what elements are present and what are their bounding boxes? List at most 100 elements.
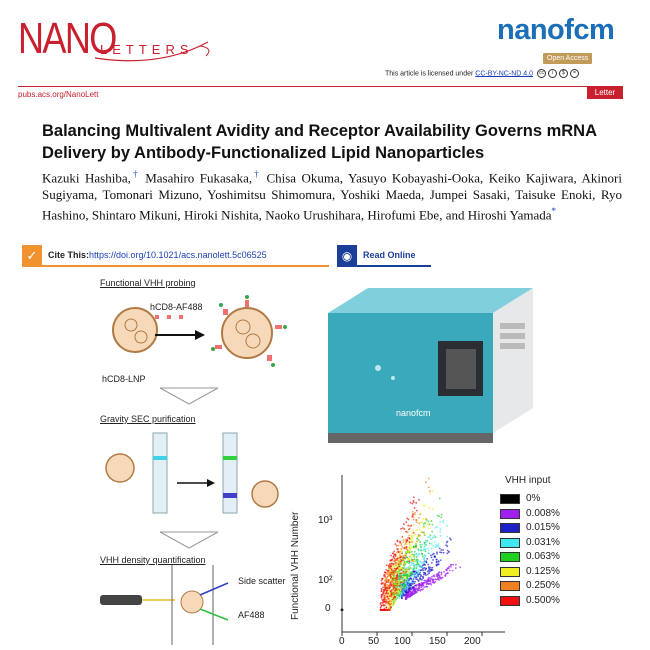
author-name[interactable]: Hirofumi Ebe, [367, 207, 443, 223]
data-point-0.015% [426, 557, 429, 560]
data-point-0.031% [413, 572, 416, 575]
by-icon: i [547, 69, 557, 78]
data-point-0.250% [394, 593, 397, 595]
data-point-0.250% [422, 531, 424, 534]
data-point-0.250% [400, 542, 403, 545]
data-point-0.500% [385, 581, 388, 584]
author-name[interactable]: Keiko Kajiwara, [488, 170, 577, 186]
data-point-0.015% [422, 569, 425, 572]
data-point-0.500% [392, 571, 394, 574]
data-point-0.250% [388, 567, 390, 570]
data-point-0.500% [387, 570, 390, 572]
author-name[interactable]: Taisuke Enoki, [515, 186, 596, 202]
data-point-0.015% [427, 570, 429, 573]
data-point-0.031% [407, 583, 410, 586]
data-point-0.500% [403, 528, 406, 530]
data-point-0.500% [399, 581, 402, 584]
data-point-0.015% [440, 551, 443, 554]
journal-url[interactable]: pubs.acs.org/NanoLett [18, 90, 99, 99]
data-point-0.250% [393, 573, 396, 575]
data-point-0.500% [383, 575, 386, 578]
data-point-0.015% [429, 570, 431, 573]
data-point-0.500% [393, 567, 396, 570]
y-tick: 0 [325, 603, 331, 614]
legend-item: 0.500% [500, 595, 590, 608]
data-point-0.125% [395, 565, 398, 568]
data-point-0.125% [396, 571, 399, 574]
data-point-0.031% [415, 569, 418, 572]
data-point-0.015% [419, 575, 422, 578]
data-point-0.015% [424, 569, 427, 571]
read-online-button[interactable]: ◉ Read Online [337, 245, 431, 267]
author-name[interactable]: and Hiroshi Yamada [445, 207, 552, 223]
data-point-0.008% [444, 575, 447, 577]
data-point-0.031% [436, 526, 438, 528]
data-point-0.500% [394, 559, 397, 562]
data-point-0.500% [393, 569, 395, 572]
author-name[interactable]: Yoshimitsu Shimomura, [207, 186, 336, 202]
data-point-0.015% [424, 567, 427, 570]
data-point-0.031% [422, 562, 425, 565]
author-name[interactable]: Tomonari Mizuno, [102, 186, 203, 202]
data-point-0.500% [390, 568, 393, 571]
data-point-0.250% [400, 574, 403, 577]
data-point-0.063% [431, 530, 434, 533]
data-point-0.500% [383, 594, 385, 597]
data-point-0.063% [429, 534, 432, 537]
author-name[interactable]: Yasuyo Kobayashi-Ooka, [348, 170, 484, 186]
data-point-0.063% [406, 560, 409, 563]
data-point-0.500% [406, 517, 409, 520]
data-point-0.500% [383, 600, 385, 603]
data-point-0.031% [430, 538, 432, 541]
author-name[interactable]: Kazuki Hashiba, [42, 170, 131, 186]
doi-link[interactable]: https://doi.org/10.1021/acs.nanolett.5c0… [89, 250, 267, 260]
data-point-0.031% [410, 564, 413, 567]
data-point-0.063% [411, 550, 413, 553]
legend-swatch [500, 494, 520, 504]
cite-label: Cite This: [48, 250, 90, 260]
data-point-0.063% [396, 596, 399, 599]
data-point-0.125% [412, 534, 415, 537]
data-point-0.500% [395, 574, 398, 577]
data-point-0.500% [390, 594, 393, 597]
data-point-0.500% [415, 519, 418, 521]
author-name[interactable]: Yoshiki Maeda, [340, 186, 425, 202]
author-name[interactable]: Masahiro Fukasaka, [145, 170, 253, 186]
data-point-0.250% [402, 555, 404, 557]
license-link[interactable]: CC-BY-NC-ND 4.0 [475, 70, 533, 78]
author-name[interactable]: Ryo Hashino, [42, 186, 623, 223]
data-point-0.015% [436, 551, 439, 554]
author-name[interactable]: Naoko Urushihara, [265, 207, 365, 223]
data-point-0.008% [404, 597, 407, 600]
data-point-0.500% [397, 563, 400, 565]
data-point-0.125% [404, 580, 407, 583]
data-point-0.500% [389, 581, 392, 584]
author-name[interactable]: Hiroki Nishita, [183, 207, 262, 223]
data-point-0.125% [411, 537, 414, 539]
data-point-0.500% [394, 587, 397, 590]
data-point-0.125% [396, 555, 399, 558]
data-point-0.063% [412, 546, 415, 549]
data-point-0.008% [422, 581, 425, 584]
data-point-0.063% [425, 543, 427, 546]
legend-swatch [500, 523, 520, 533]
reagent-label: hCD8-AF488 [150, 302, 203, 312]
data-point-0.250% [425, 518, 428, 520]
data-point-0.008% [405, 594, 407, 597]
data-point-0.125% [413, 555, 416, 558]
data-point-0.031% [416, 565, 419, 568]
author-name[interactable]: Jumpei Sasaki, [429, 186, 511, 202]
data-point-0.015% [406, 591, 409, 594]
data-point-0.063% [423, 541, 426, 544]
data-point-0.031% [410, 579, 413, 582]
data-point-0.008% [413, 592, 415, 595]
author-name[interactable]: Chisa Okuma, [266, 170, 344, 186]
author-name[interactable]: Akinori Sugiyama, [42, 170, 622, 202]
data-point-0.015% [445, 544, 448, 547]
data-point-0.063% [412, 568, 415, 571]
legend-swatch [500, 552, 520, 562]
data-point-0.031% [435, 543, 438, 546]
data-point-0.063% [440, 516, 443, 519]
author-name[interactable]: Shintaro Mikuni, [91, 207, 181, 223]
data-point-0.015% [414, 580, 416, 583]
